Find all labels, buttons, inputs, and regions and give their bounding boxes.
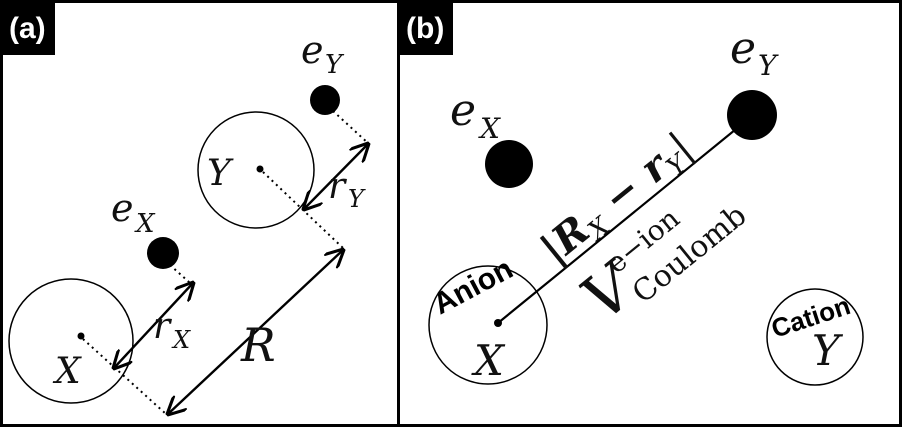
electron-ey-label: e [730,23,756,74]
rx-label: r [153,306,172,347]
ry-sub: Y [348,185,366,213]
panel-a-tag: (a) [3,3,55,55]
cation-label: Cation [768,290,854,344]
rx-sub: X [171,326,191,354]
electron-ey-label: e [301,28,324,72]
panel-b-tag: (b) [400,3,454,55]
electron-ey-dot [310,85,340,115]
electron-ex-sub: X [134,209,156,239]
cation-label-group: Cation [768,290,854,344]
ex-dotted-line [169,264,191,284]
ion-x-label: X [52,351,82,392]
ion-x-nucleus [77,332,85,340]
panel-a: (a) Y e Y r Y e X X r X [0,0,400,427]
electron-ex-sub: X [478,112,501,145]
cation-y-label: Y [812,326,844,375]
anion-circle [428,265,548,385]
anion-nucleus [494,319,502,327]
electron-ey-sub: Y [758,49,779,82]
anion-x-label: X [471,336,506,385]
cation-circle [766,288,864,386]
electron-ey-dot [727,90,777,140]
electron-ey-sub: Y [325,50,345,80]
r-arrow [168,250,343,414]
distance-line [497,124,742,324]
electron-ex-dot [485,140,533,188]
electron-ex-label: e [450,85,476,136]
ry-label: r [328,166,347,207]
panel-b-diagram: e X e Y |RX − rY| V e−ion Coulomb X Anio… [428,23,864,386]
electron-ex-dot [147,237,179,269]
panel-a-diagram: Y e Y r Y e X X r X R [8,28,403,430]
panel-b: (b) e X e Y |RX − rY| V e−ion Coulomb X … [397,0,902,427]
anion-label: Anion [428,252,519,321]
r-label: R [240,318,276,372]
anion-label-group: Anion [428,252,519,321]
ey-dotted-line [332,110,370,145]
electron-ex-label: e [111,186,134,230]
ry-arrow [304,144,368,209]
x-dotted-line [82,338,167,415]
ion-y-label: Y [207,153,234,194]
ion-y-nucleus [256,165,264,173]
